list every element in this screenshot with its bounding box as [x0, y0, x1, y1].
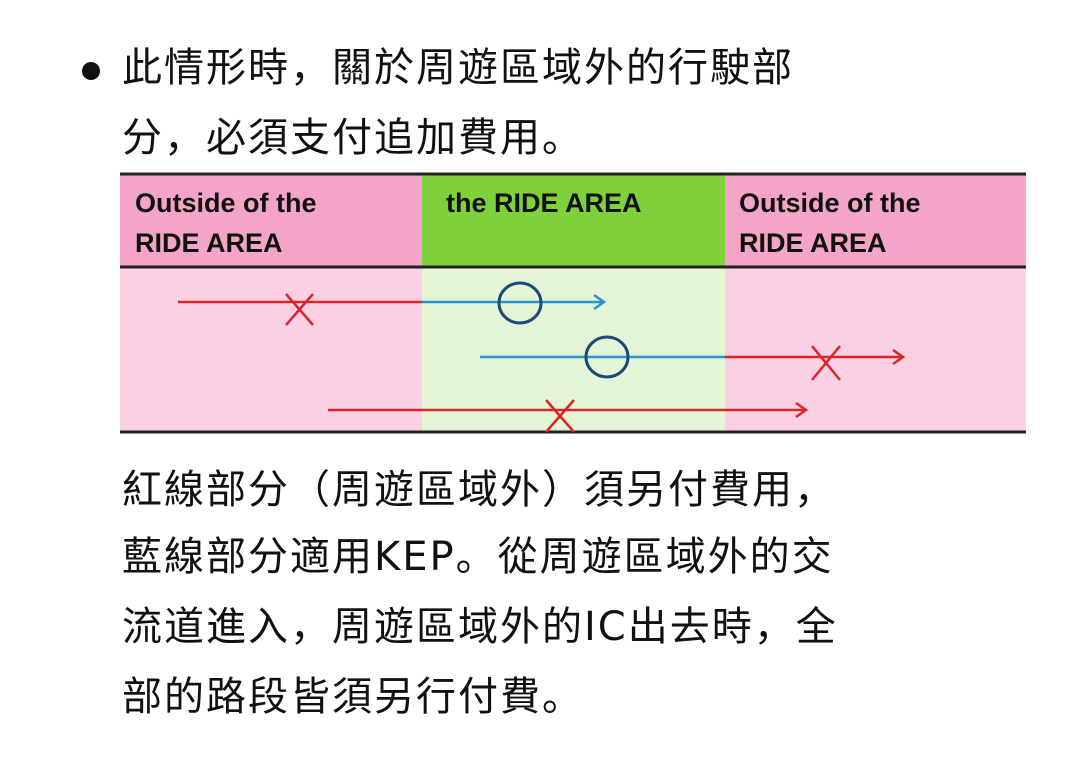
center-body-bg — [422, 267, 725, 432]
circle-icon — [584, 335, 630, 379]
cross-icon — [545, 399, 575, 433]
right-header-line-2: RIDE AREA — [739, 228, 887, 258]
bullet-text-line-2: 分，必須支付追加費用。 — [122, 115, 584, 161]
left-header-line-2: RIDE AREA — [135, 228, 283, 258]
right-header-bg — [725, 173, 1026, 267]
center-header-bg — [422, 173, 725, 267]
left-header-bg — [120, 173, 422, 267]
explanation-line-1: 紅線部分（周遊區域外）須另付費用， — [122, 467, 836, 513]
explanation-line-4: 部的路段皆須另行付費。 — [122, 674, 584, 720]
right-body-bg — [725, 267, 1026, 432]
left-header-line-1: Outside of the — [135, 188, 317, 218]
left-body-bg — [120, 267, 422, 432]
route-2 — [480, 335, 906, 381]
route-3 — [328, 399, 809, 433]
cross-icon — [285, 293, 314, 326]
explanation-line-3: 流道進入，周遊區域外的IC出去時，全 — [122, 604, 838, 650]
center-header: the RIDE AREA — [446, 188, 642, 218]
bullet-text-line-1: 此情形時，關於周遊區域外的行駛部 — [122, 45, 794, 91]
bullet-icon — [82, 62, 100, 80]
route-1 — [178, 281, 607, 326]
right-header-line-1: Outside of the — [739, 188, 921, 218]
cross-icon — [811, 345, 841, 381]
explanation-line-2: 藍線部分適用KEP。從周遊區域外的交 — [122, 534, 834, 580]
circle-icon — [497, 281, 543, 325]
